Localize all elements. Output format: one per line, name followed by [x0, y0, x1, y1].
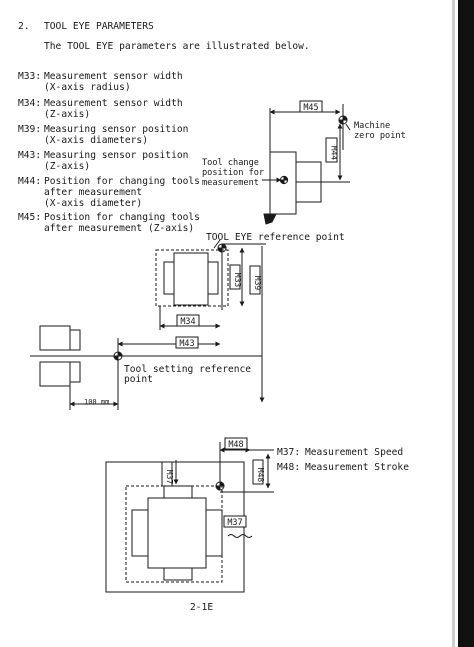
detail-reference-point-icon: [215, 481, 225, 491]
svg-text:M39: M39: [253, 276, 262, 291]
param-desc-line: Measurement sensor width: [44, 98, 183, 109]
section-number: 2.: [18, 21, 30, 32]
param-code-m43: M43:: [18, 150, 42, 161]
machine-zero-label: zero point: [354, 131, 406, 141]
param-desc-line: Measuring sensor position: [44, 124, 189, 135]
param-desc-line: Measurement sensor width: [44, 71, 183, 82]
section-title: TOOL EYE PARAMETERS: [44, 21, 154, 32]
svg-text:M34: M34: [180, 317, 195, 327]
dimension-tag-m33: M33: [229, 264, 242, 290]
dimension-tag-m48-horizontal: M48: [224, 437, 248, 450]
tool-change-label: Tool change: [202, 158, 259, 168]
tool-eye-reference-point-icon: [217, 243, 227, 253]
param-desc-line: (X-axis radius): [44, 82, 131, 93]
tool-eye-sensor: [163, 252, 219, 306]
dimension-tag-m37-vertical: M37: [161, 461, 174, 487]
dimension-tag-m45: M45: [299, 100, 323, 113]
param-code-m34: M34:: [18, 98, 42, 109]
param-code-m33: M33:: [18, 71, 42, 82]
tool-change-point-icon: [279, 175, 289, 185]
tool-change-label: measurement: [202, 178, 259, 188]
svg-text:M43: M43: [179, 339, 194, 349]
svg-text:M48: M48: [256, 468, 265, 483]
param-desc-line: Position for changing tools: [44, 212, 200, 223]
param-desc-line: (X-axis diameters): [44, 135, 148, 146]
tool-setting-reference-point-icon: [113, 351, 123, 361]
intro-text: The TOOL EYE parameters are illustrated …: [44, 41, 310, 52]
legend-text-stroke: Measurement Stroke: [305, 462, 409, 473]
tool-setting-reference-label: point: [124, 374, 153, 385]
svg-text:M37: M37: [227, 518, 242, 528]
tool-eye-sensor-detail: [131, 485, 223, 581]
param-code-m39: M39:: [18, 124, 42, 135]
param-code-m44: M44:: [18, 176, 42, 187]
scan-edge-border: [458, 0, 474, 647]
param-desc-line: (Z-axis): [44, 109, 91, 120]
scan-edge-shadow: [452, 0, 455, 647]
param-code-m45: M45:: [18, 212, 42, 223]
dimension-tag-m48-vertical: M48: [252, 459, 265, 485]
dimension-tag-m37-horizontal: M37: [223, 515, 247, 528]
svg-text:M48: M48: [228, 440, 243, 450]
machine-zero-label: Machine: [354, 121, 391, 131]
tool-eye-reference-label: TOOL EYE reference point: [206, 232, 345, 243]
param-desc-line: after measurement (Z-axis): [44, 223, 195, 234]
svg-text:M45: M45: [303, 103, 318, 113]
svg-text:M44: M44: [330, 146, 339, 161]
page-number: 2-1E: [190, 602, 214, 613]
param-desc-line: (Z-axis): [44, 161, 91, 172]
param-desc-line: after measurement: [44, 187, 143, 198]
legend-code-m48: M48:: [277, 462, 301, 473]
svg-text:M33: M33: [233, 273, 242, 288]
tool-change-turret: [263, 151, 322, 225]
dimension-tag-m44: M44: [325, 137, 339, 163]
legend-text-speed: Measurement Speed: [305, 447, 404, 458]
tool-setting-reference-label: Tool setting reference: [124, 364, 252, 375]
param-desc-line: Position for changing tools: [44, 176, 200, 187]
machine-zero-point-icon: [338, 115, 348, 125]
param-desc-line: Measuring sensor position: [44, 150, 189, 161]
tool-change-label: position for: [202, 168, 265, 178]
dimension-tag-m39: M39: [249, 265, 262, 295]
svg-text:M37: M37: [165, 470, 174, 485]
legend-code-m37: M37:: [277, 447, 301, 458]
dimension-tag-m34: M34: [176, 314, 200, 327]
dimension-tag-m43: M43: [175, 336, 199, 349]
param-desc-line: (X-axis diameter): [44, 198, 143, 209]
spindle-chuck: [39, 325, 81, 387]
